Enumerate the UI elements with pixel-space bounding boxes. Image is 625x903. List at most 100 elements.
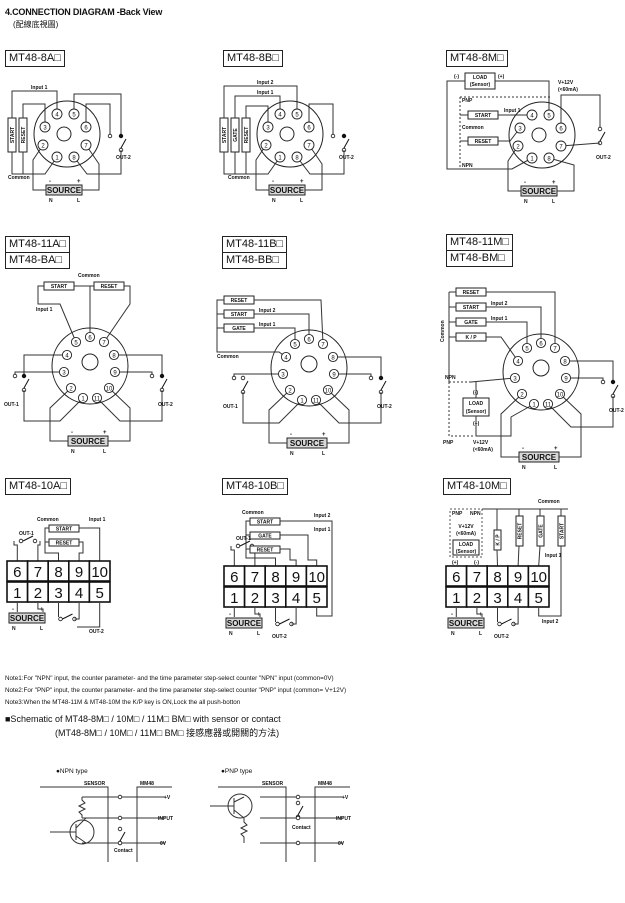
- terminal-number: 2: [251, 590, 259, 607]
- input-1-label: Input 1: [31, 85, 48, 91]
- reset-label: RESET: [231, 298, 248, 304]
- model-name: MT48-BM□: [447, 250, 513, 266]
- switch-blade: [612, 384, 619, 395]
- model-title-11a: MT48-11A□ MT48-BA□: [5, 236, 71, 269]
- switch-blade: [343, 138, 350, 149]
- section-subtitle: (配線底視圖): [13, 20, 59, 29]
- wire: [315, 392, 382, 424]
- reset-label: RESET: [463, 290, 480, 296]
- wire: [108, 387, 131, 442]
- terminal-pin: [39, 121, 51, 133]
- pin-number: 5: [295, 112, 299, 118]
- gate-label: GATE: [539, 524, 545, 538]
- pin-number: 1: [530, 156, 534, 162]
- wire: [305, 144, 323, 191]
- switch-contact: [117, 840, 123, 846]
- terminal-number: 1: [13, 585, 21, 602]
- model-name: MT48-BA□: [6, 252, 70, 268]
- load-minus: (-): [454, 74, 459, 80]
- minus-sign: -: [49, 179, 51, 185]
- wire: [280, 548, 297, 566]
- switch-blade: [62, 613, 73, 620]
- input-2-label: Input 2: [491, 301, 508, 307]
- switch-blade: [22, 535, 34, 542]
- pin-number: 7: [559, 144, 563, 150]
- pin-number: 8: [112, 353, 116, 359]
- wire: [296, 150, 345, 175]
- pin-number: 2: [41, 143, 45, 149]
- socket-outline: [270, 329, 348, 407]
- minus-sign: -: [290, 432, 292, 438]
- terminal-pin: [91, 392, 103, 404]
- contact-label: Contact: [292, 825, 311, 831]
- wire: [79, 527, 101, 561]
- terminal-pin: [560, 372, 572, 384]
- v12-label: V+12V: [558, 80, 574, 86]
- terminal-number: 9: [75, 564, 83, 581]
- terminal-pin: [51, 108, 63, 120]
- terminal-number: 8: [54, 564, 62, 581]
- switch-blade: [501, 618, 512, 625]
- wire: [280, 534, 318, 566]
- terminal-number: 10: [308, 569, 325, 586]
- model-title-11b: MT48-11B□ MT48-BB□: [222, 236, 288, 269]
- reset-label: RESET: [56, 541, 73, 547]
- plus-v-label: +V: [342, 795, 349, 801]
- out-2-label: OUT-2: [494, 634, 509, 640]
- terminal-pin: [509, 372, 521, 384]
- pin-number: 4: [516, 359, 520, 365]
- load-box: [452, 539, 480, 556]
- source-label: SOURCE: [227, 619, 262, 628]
- gate-label: GATE: [232, 326, 246, 332]
- terminal-pin: [65, 382, 77, 394]
- pin-number: 7: [553, 346, 557, 352]
- start-label: START: [222, 127, 228, 143]
- pin-number: 3: [266, 125, 270, 131]
- wire: [82, 144, 100, 191]
- input-label: INPUT: [158, 816, 173, 822]
- terminal-pin: [103, 382, 115, 394]
- switch-contact: [295, 794, 301, 800]
- terminal-pin: [68, 108, 80, 120]
- live-label: L: [322, 451, 325, 457]
- wire: [40, 786, 109, 862]
- pin-number: 11: [545, 402, 552, 408]
- out-2-label: OUT-2: [339, 155, 354, 161]
- pin-number: 1: [532, 402, 536, 408]
- pin-number: 3: [281, 372, 285, 378]
- switch-contact: [117, 794, 123, 800]
- terminal-pin: [303, 121, 315, 133]
- wire: [495, 80, 550, 115]
- start-label: START: [463, 305, 479, 311]
- terminal-cell: [88, 581, 111, 603]
- terminal-number: 8: [493, 569, 501, 586]
- terminal-number: 9: [514, 569, 522, 586]
- load-label: LOAD: [469, 401, 484, 407]
- wire: [77, 603, 101, 628]
- start-label: START: [257, 520, 273, 526]
- switch-contact: [600, 379, 606, 385]
- terminal-pin: [549, 342, 561, 354]
- out-1-label: OUT-1: [236, 536, 251, 542]
- neutral-label: N: [229, 631, 233, 637]
- v12-label: V+12V: [458, 524, 474, 530]
- wire: [44, 527, 59, 561]
- out-1-label: OUT-1: [19, 531, 34, 537]
- pin-number: 6: [539, 341, 543, 347]
- terminal-number: 8: [271, 569, 279, 586]
- common-label: Common: [242, 510, 264, 516]
- terminal-pin: [296, 394, 308, 406]
- pin-number: 4: [530, 113, 534, 119]
- input-1-label: Input 1: [89, 517, 106, 523]
- terminal-pin: [555, 122, 567, 134]
- wire: [560, 142, 601, 147]
- model-title-10m: MT48-10M□: [443, 478, 511, 495]
- wire: [242, 392, 303, 424]
- neutral-label: N: [451, 631, 455, 637]
- wire: [254, 313, 310, 339]
- terminal-pin: [284, 384, 296, 396]
- input-2-label: Input 2: [257, 80, 274, 86]
- switch-contact: [330, 133, 336, 139]
- terminal-pin: [108, 349, 120, 361]
- switch-contact: [12, 373, 18, 379]
